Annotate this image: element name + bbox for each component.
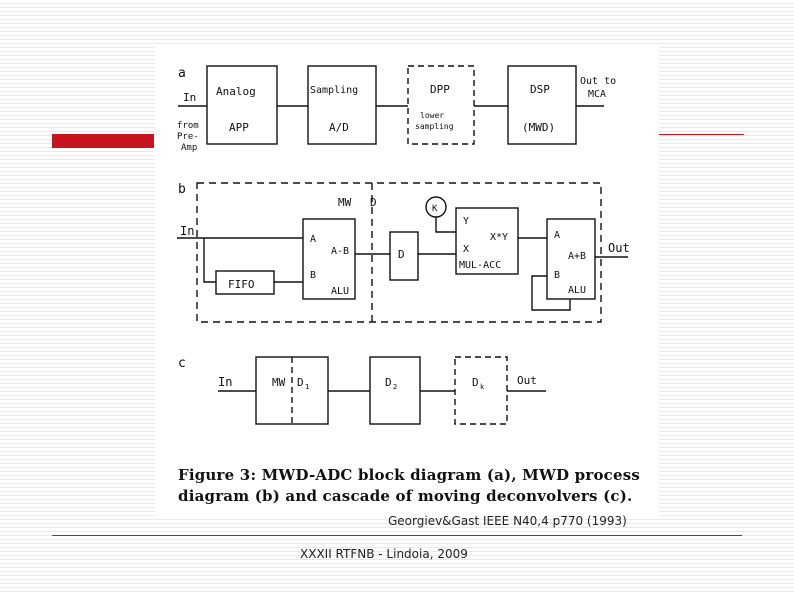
c-box1-mw: MW (272, 376, 286, 389)
alu1-b: B (310, 270, 316, 281)
analog-box (206, 65, 278, 145)
delay-label: D (398, 248, 405, 261)
mul-name: MUL-ACC (459, 260, 501, 271)
b-in-label: In (180, 224, 194, 238)
fifo-label: FIFO (228, 278, 255, 291)
figure-caption-line-1: Figure 3: MWD-ADC block diagram (a), MWD… (178, 466, 641, 484)
dsp-box (507, 65, 577, 145)
alu1-name: ALU (331, 286, 349, 297)
accent-block (52, 134, 162, 148)
mul-y: Y (463, 216, 469, 227)
dpp-box (407, 65, 475, 145)
panel-c-label: c (178, 356, 186, 371)
dpp-title: DPP (430, 83, 450, 96)
alu1-box (302, 218, 356, 300)
c-box1-d: D (297, 376, 304, 389)
a-out-line-2: MCA (588, 89, 606, 100)
b-fifo-in-wire (203, 238, 216, 283)
mw-label: MW (338, 196, 352, 209)
d-section-label: D (370, 196, 377, 209)
analog-title: Analog (216, 85, 256, 98)
a-from-line-3: Amp (181, 143, 197, 153)
a-from-line-1: from (177, 121, 199, 131)
b-out-label: Out (608, 241, 630, 255)
sampling-sub: A/D (329, 121, 349, 134)
alu2-b: B (554, 270, 560, 281)
k-label: K (432, 204, 438, 214)
figure-caption-line-2: diagram (b) and cascade of moving deconv… (178, 487, 633, 505)
dpp-sub-2: sampling (415, 122, 454, 131)
footer-rule (52, 535, 742, 536)
delay-box (389, 231, 419, 281)
alu1-op: A-B (331, 246, 349, 257)
a-out-line-1: Out to (580, 76, 616, 87)
sampling-box (307, 65, 377, 145)
mul-acc-box (455, 207, 519, 275)
dsp-title: DSP (530, 83, 550, 96)
footer-text: XXXII RTFNB - Lindoia, 2009 (300, 547, 468, 561)
c-box2-d: D (385, 376, 392, 389)
dpp-sub-1: lower (420, 111, 444, 120)
c-box3-sub: k (480, 383, 485, 391)
a-in-label: In (183, 91, 196, 104)
analog-sub: APP (229, 121, 249, 134)
sampling-title: Sampling (310, 85, 358, 96)
c-box3-d: D (472, 376, 479, 389)
c-box2-sub: 2 (393, 383, 397, 391)
panel-b-label: b (178, 182, 186, 197)
panel-a-label: a (178, 66, 186, 81)
mwd-dashed-frame (196, 182, 602, 323)
mul-x: X (463, 244, 469, 255)
alu2-op: A+B (568, 251, 586, 262)
alu2-box (546, 218, 596, 300)
alu2-a: A (554, 230, 560, 241)
mul-op: X*Y (490, 232, 508, 243)
alu1-a: A (310, 234, 316, 245)
a-from-line-2: Pre- (177, 132, 199, 142)
dsp-sub: (MWD) (522, 121, 555, 134)
b-feedback-wire (531, 275, 571, 311)
c-out-label: Out (517, 374, 537, 387)
c-in-label: In (218, 375, 232, 389)
citation-credit: Georgiev&Gast IEEE N40,4 p770 (1993) (388, 514, 627, 528)
c-box1-sub: 1 (305, 383, 309, 391)
alu2-name: ALU (568, 285, 586, 296)
b-k-wire (435, 217, 456, 233)
